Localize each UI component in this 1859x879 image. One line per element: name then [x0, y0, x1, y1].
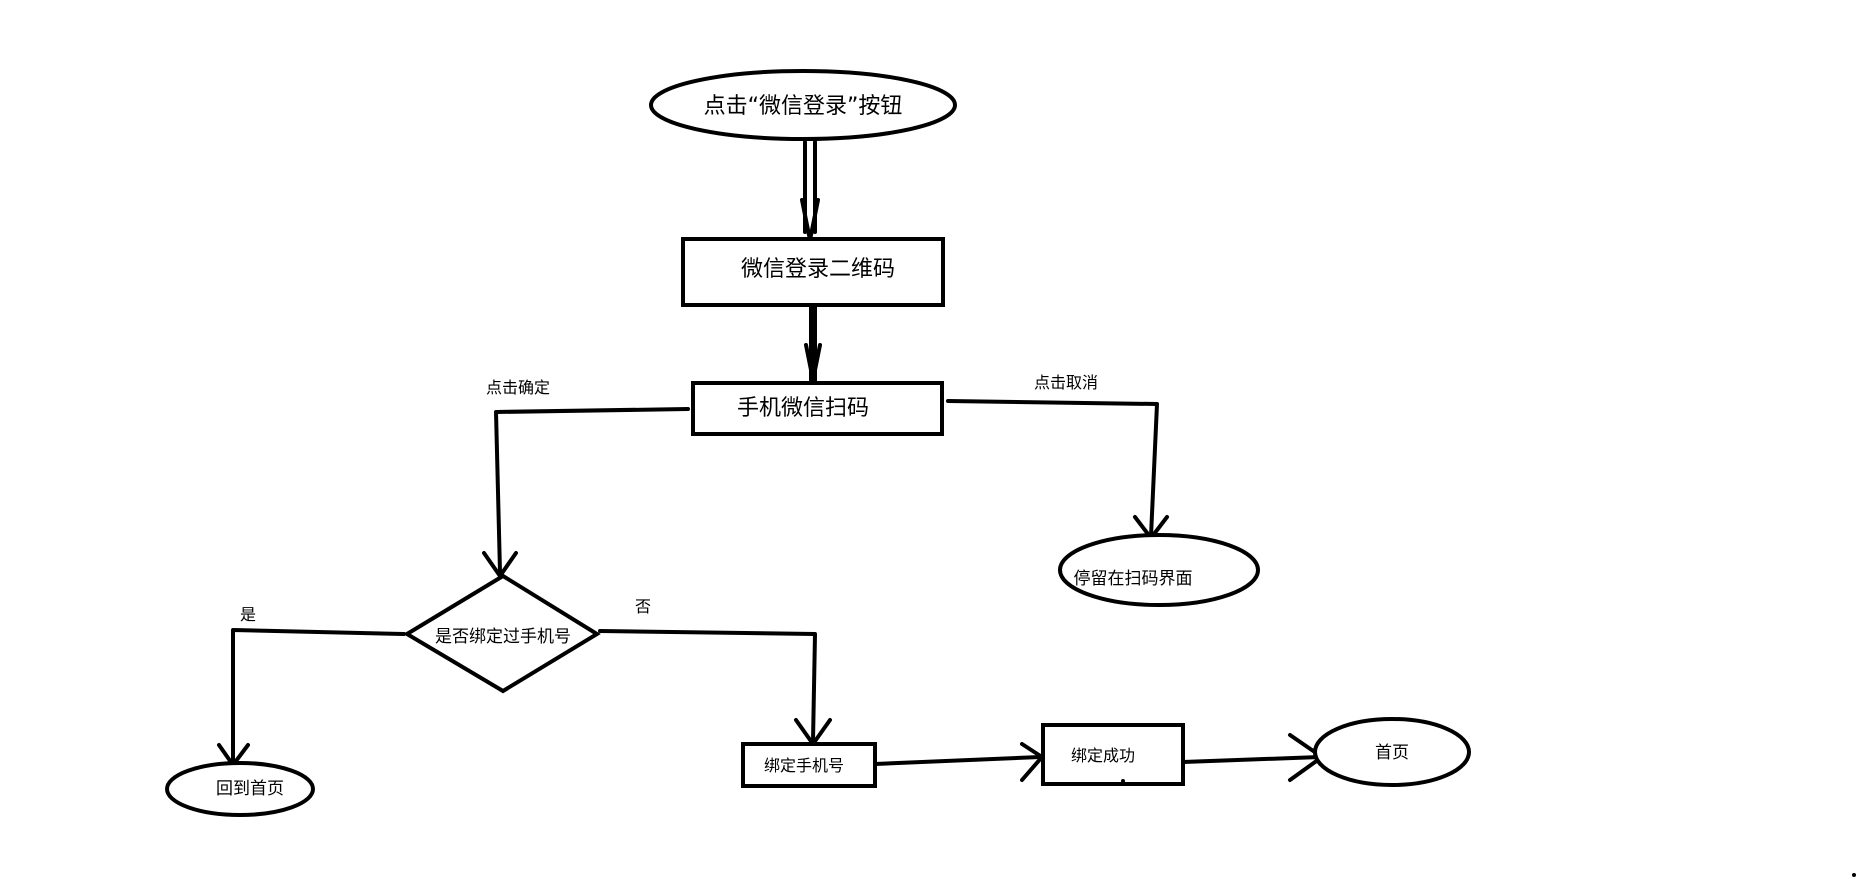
cancel-edge-label: 点击取消: [1034, 373, 1098, 392]
confirm-edge-label: 点击确定: [486, 378, 550, 397]
home-node: 首页: [1313, 717, 1471, 787]
stray-dot: [1121, 779, 1125, 783]
bind-success-label: 绑定成功: [1071, 746, 1135, 765]
edge-start-to-qrcode: [800, 140, 820, 242]
bind-phone-node: 绑定手机号: [741, 742, 877, 788]
start-node: 点击“微信登录”按钮: [649, 69, 957, 141]
phone-scan-label: 手机微信扫码: [737, 396, 869, 421]
edge-decision-no: [598, 629, 832, 746]
edge-decision-yes: [217, 628, 406, 767]
start-label: 点击“微信登录”按钮: [704, 94, 903, 119]
qrcode-label: 微信登录二维码: [741, 257, 895, 282]
edge-bind-to-success: [873, 742, 1044, 782]
yes-edge-label: 是: [240, 605, 256, 624]
no-edge-label: 否: [635, 597, 651, 616]
decision-node: 是否绑定过手机号: [403, 573, 601, 694]
stray-dot-corner: [1852, 873, 1856, 877]
edge-scan-to-decision: [482, 407, 690, 578]
home-label: 首页: [1375, 743, 1409, 763]
back-home-node: 回到首页: [165, 761, 315, 817]
bind-phone-label: 绑定手机号: [764, 756, 844, 775]
edge-scan-to-stay: [946, 399, 1169, 540]
decision-label: 是否绑定过手机号: [435, 627, 571, 647]
edge-success-to-home: [1181, 733, 1324, 782]
qrcode-node: 微信登录二维码: [681, 237, 945, 307]
stay-scan-page-label: 停留在扫码界面: [1074, 569, 1193, 589]
phone-scan-node: 手机微信扫码: [691, 381, 944, 436]
bind-success-node: 绑定成功: [1041, 723, 1185, 786]
stay-scan-page-node: 停留在扫码界面: [1058, 533, 1260, 607]
back-home-label: 回到首页: [216, 779, 284, 799]
edge-qrcode-to-scan: [804, 303, 822, 384]
